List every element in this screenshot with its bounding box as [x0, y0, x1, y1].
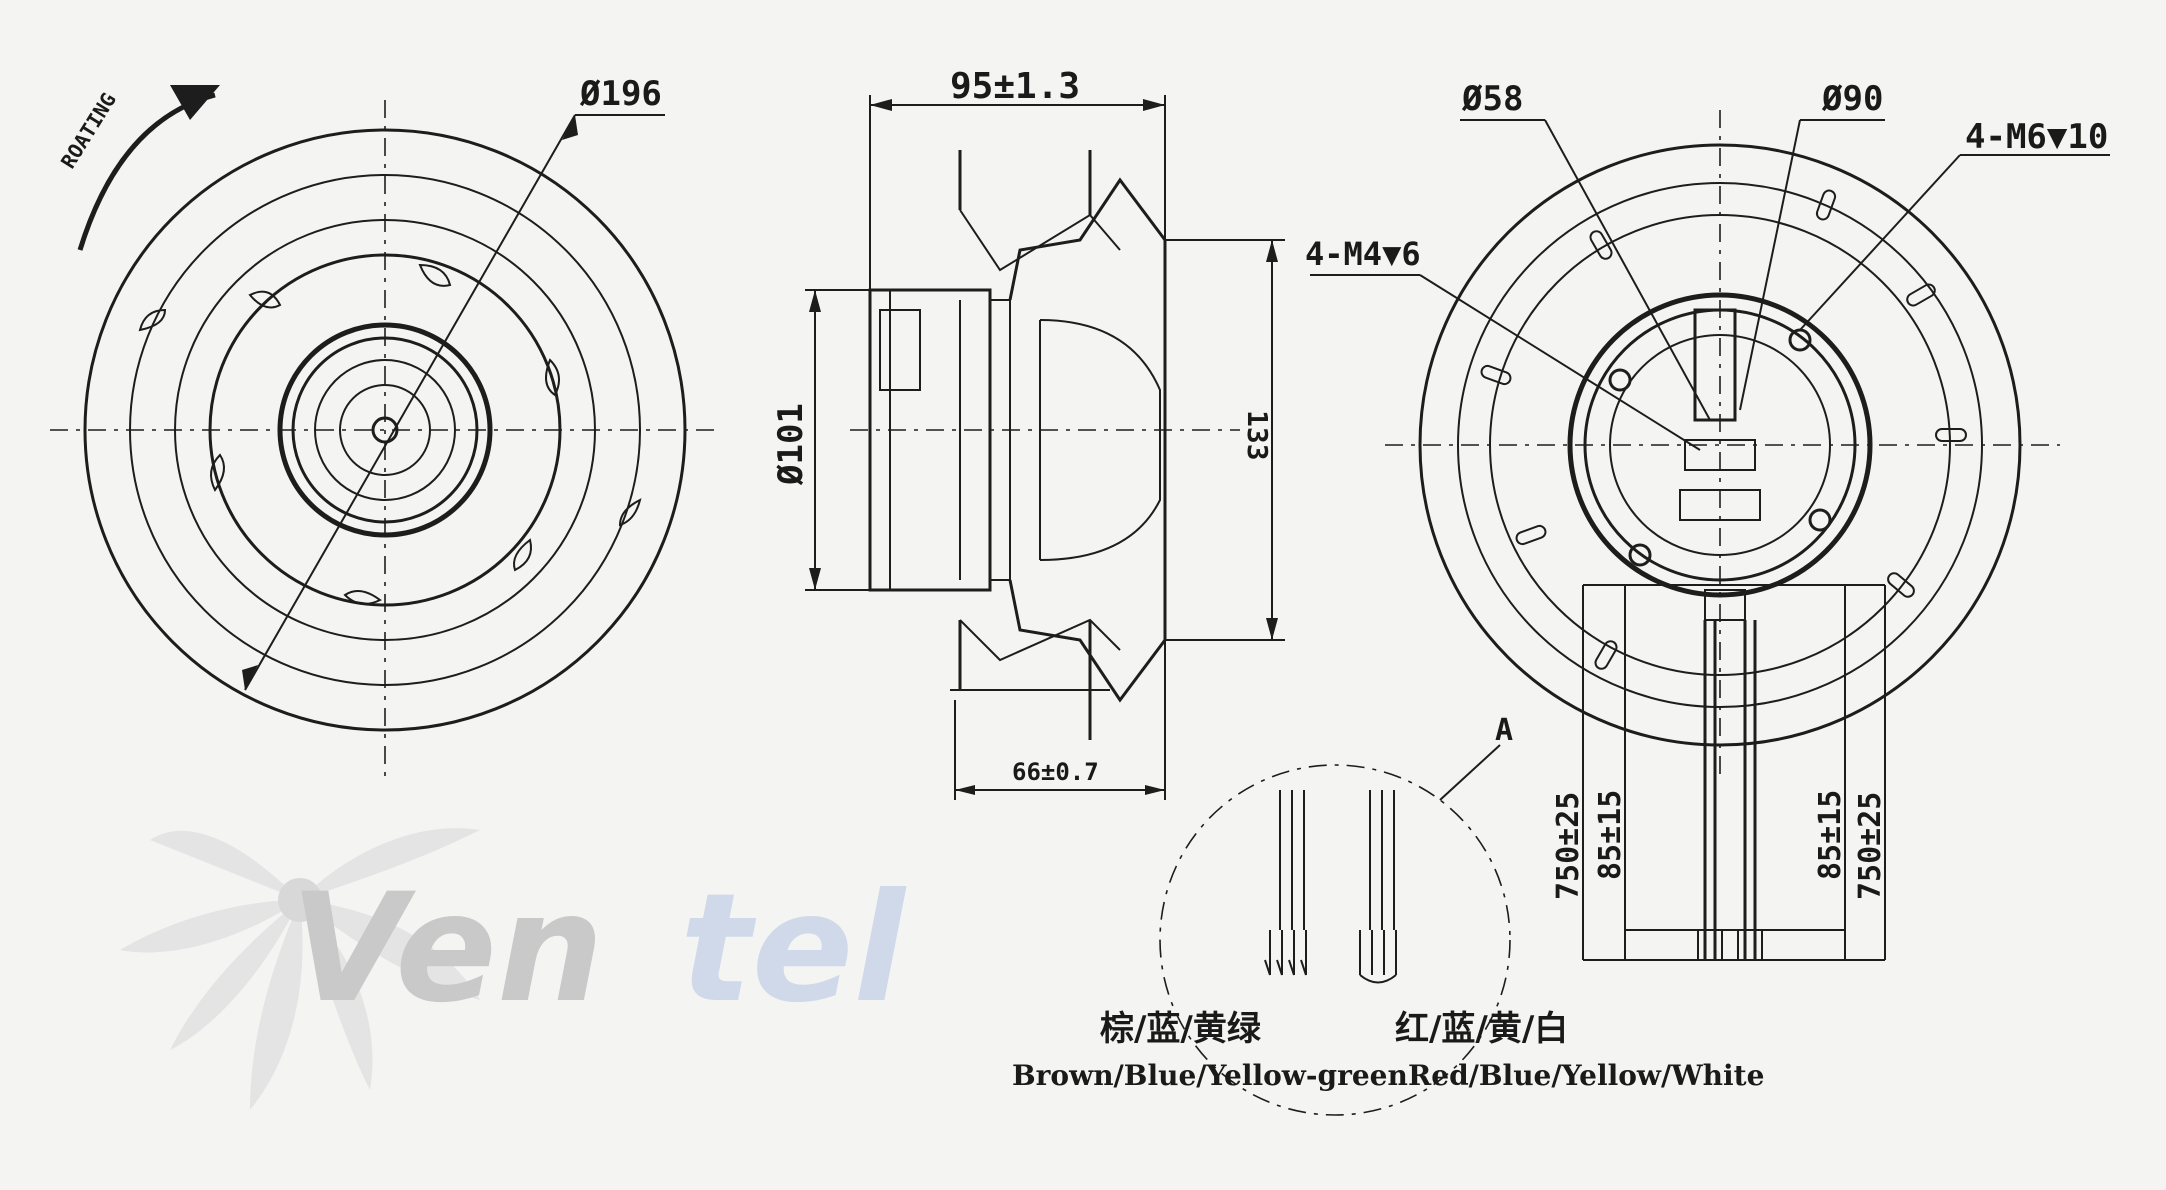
side-blade-top-link [959, 209, 1121, 272]
rear-strip-length-left: 85±15 [1593, 790, 1628, 880]
side-height-arrow-top-icon [1266, 240, 1278, 262]
front-blade-slots [138, 263, 642, 605]
rear-screw-label: 4-M6▼10 [1965, 117, 2108, 157]
front-diameter-arrow-icon-2 [242, 665, 258, 690]
rear-blade-slots [1480, 189, 1967, 670]
wiring-detail-circle [1159, 764, 1511, 1116]
rear-motor-ring [1567, 292, 1873, 598]
rear-lead-left-tip [1697, 929, 1723, 961]
front-motor-ring [277, 322, 493, 538]
side-blade-bottom-link [959, 618, 1121, 662]
left-wire-colors-cn: 棕/蓝/黄绿 [1100, 1009, 1262, 1049]
side-view: 95±1.3 Ø101 133 [771, 66, 1701, 800]
rear-ø58-leader [1544, 119, 1711, 421]
rear-inner-ring [1489, 214, 1951, 676]
rear-inner-diameter-label: Ø58 [1461, 79, 1523, 119]
rear-strip-length-right: 85±15 [1813, 790, 1848, 880]
front-view: Ø196 ROATING [50, 74, 720, 780]
rear-cable-gland [1704, 589, 1746, 621]
side-bottom-label: 66±0.7 [1012, 758, 1099, 786]
side-screw-leader [1419, 274, 1701, 451]
front-diameter-label: Ø196 [579, 74, 662, 114]
front-outer-ring [83, 128, 687, 732]
ventel-logo: Ven tel [120, 828, 907, 1110]
rear-lead-right-tip [1737, 929, 1763, 961]
rear-connector [1684, 439, 1756, 471]
logo-text-ven: Ven [290, 862, 604, 1036]
side-width-arrow-left-icon [870, 99, 892, 111]
side-flange [989, 299, 1011, 581]
front-inner-ring [129, 174, 641, 686]
front-cap-ring [339, 384, 431, 476]
right-wire-colors-cn: 红/蓝/黄/白 [1395, 1009, 1568, 1049]
rear-mount-hole-1 [1608, 368, 1632, 392]
side-screw-label: 4-M4▼6 [1305, 235, 1421, 273]
front-shaft [371, 416, 399, 444]
side-hub-label: Ø101 [771, 403, 811, 486]
rear-lead-length-right: 750±25 [1853, 792, 1888, 900]
rotation-arrow-icon [170, 85, 220, 120]
rear-screw-leader [1799, 154, 1961, 331]
rear-detail-marker: A [1495, 713, 1513, 748]
side-height-label: 133 [1241, 410, 1274, 461]
left-wire-colors-en: Brown/Blue/Yellow-green [1012, 1059, 1408, 1092]
rear-connector-2 [1679, 489, 1761, 521]
rear-view: Ø58 Ø90 4-M6▼10 750±25 85±15 85±15 750±2… [1385, 79, 2110, 961]
rear-outer-diameter-label: Ø90 [1821, 79, 1883, 119]
side-hub-arrow-top-icon [809, 290, 821, 312]
front-motor-inner-ring [291, 336, 479, 524]
rear-ø90-leader [1739, 119, 1801, 411]
side-width-label: 95±1.3 [950, 66, 1080, 107]
side-hub-arrow-bottom-icon [809, 568, 821, 590]
side-terminal-box [879, 309, 921, 391]
front-rotor-ring [314, 359, 456, 501]
left-wire-bundle [1264, 790, 1307, 976]
side-impeller-outline [1008, 177, 1167, 703]
rotation-label: ROATING [56, 88, 121, 172]
right-wire-bundle [1359, 790, 1397, 984]
side-rotor-dome [1039, 319, 1161, 561]
right-wire-colors-en: Red/Blue/Yellow/White [1408, 1059, 1764, 1092]
side-bottom-arrow-left-icon [955, 785, 975, 795]
rear-outer-ring [1418, 143, 2022, 747]
logo-text-tel: tel [680, 862, 907, 1036]
rear-terminal-box [1693, 308, 1737, 422]
rear-lead-length-left: 750±25 [1551, 792, 1586, 900]
front-hub-ring [208, 253, 562, 607]
side-motor-body [868, 288, 992, 592]
rear-mount-hole-3 [1808, 508, 1832, 532]
wiring-detail: 棕/蓝/黄绿 红/蓝/黄/白 Brown/Blue/Yellow-green R… [1012, 764, 1764, 1116]
rear-mount-hole-4 [1628, 543, 1652, 567]
front-diameter-leader [244, 114, 576, 691]
front-diameter-arrow-icon [562, 115, 578, 140]
rear-detail-leader [1439, 744, 1501, 801]
fan-blade-logo-icon [120, 828, 480, 1110]
rear-rotor-ring [1609, 334, 1831, 556]
side-bottom-arrow-right-icon [1145, 785, 1165, 795]
rear-blade-ring [1457, 182, 1983, 708]
side-height-arrow-bottom-icon [1266, 618, 1278, 640]
front-blade-ring [174, 219, 596, 641]
side-width-arrow-right-icon [1143, 99, 1165, 111]
